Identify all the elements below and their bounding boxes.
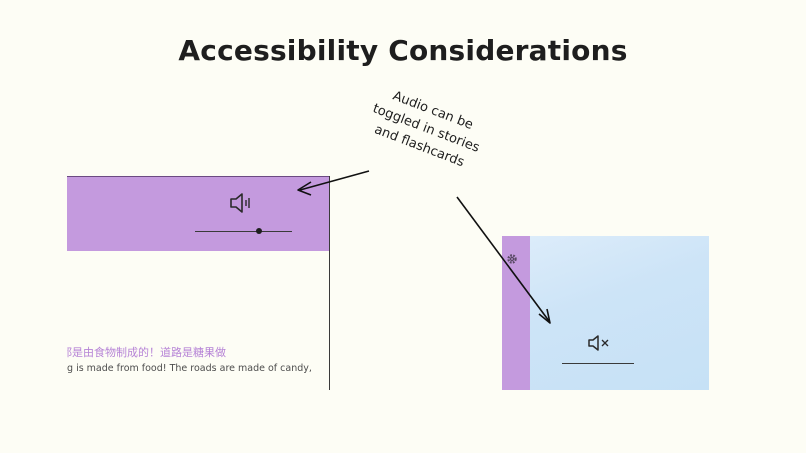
- flashcard-screenshot: [502, 236, 709, 390]
- flashcard-sidebar: [502, 236, 530, 390]
- slide-title: Accessibility Considerations: [178, 34, 628, 67]
- speaker-muted-icon[interactable]: [587, 333, 611, 357]
- volume-slider-muted[interactable]: [562, 363, 634, 364]
- story-english-text: ng is made from food! The roads are made…: [67, 363, 312, 374]
- arrowhead-story: [297, 181, 312, 196]
- audio-toolbar: [67, 176, 329, 251]
- arrow-to-flashcard-audio: [456, 196, 550, 322]
- story-screenshot: 都是由食物制成的！道路是糖果做 ng is made from food! Th…: [67, 176, 330, 390]
- story-chinese-text: 都是由食物制成的！道路是糖果做: [67, 346, 226, 359]
- volume-slider[interactable]: [195, 228, 292, 234]
- flashcard-content: [530, 236, 709, 390]
- arrowhead-flashcard: [538, 308, 551, 324]
- speaker-on-icon[interactable]: [229, 191, 255, 219]
- volume-slider-handle[interactable]: [256, 228, 263, 234]
- gear-icon[interactable]: [506, 250, 518, 269]
- arrow-to-story-audio: [299, 170, 370, 191]
